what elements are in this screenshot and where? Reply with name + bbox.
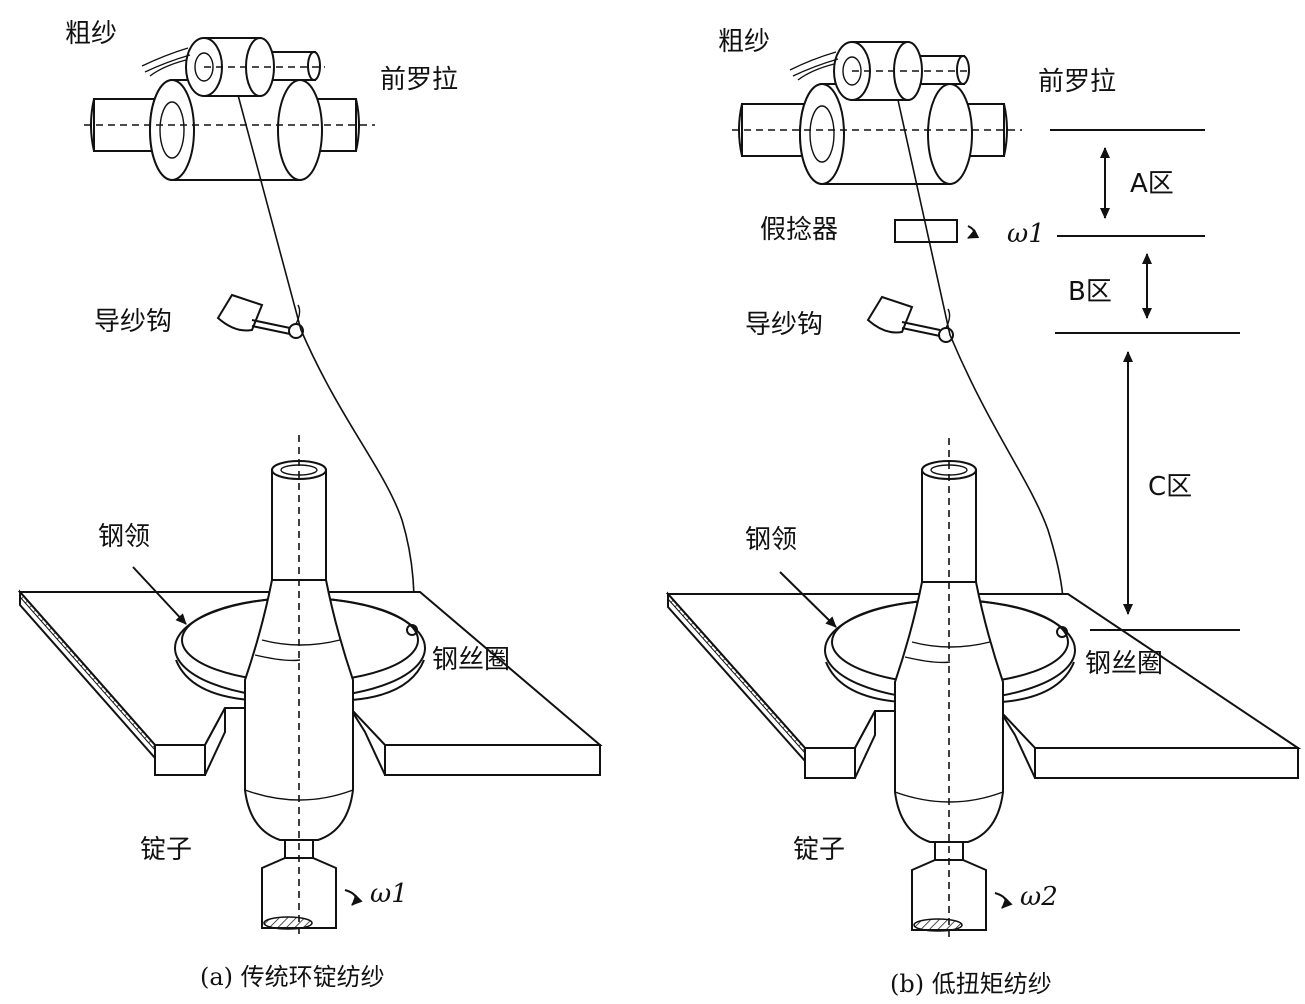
- label-ring-b: 钢领: [745, 525, 797, 555]
- label-guide-hook: 导纱钩: [94, 307, 172, 337]
- label-zone-b: B区: [1068, 277, 1112, 307]
- caption-a: (a) 传统环锭纺纱: [200, 963, 385, 991]
- front-roller: [84, 79, 375, 181]
- label-false-twister: 假捻器: [760, 215, 838, 245]
- label-zone-c: C区: [1148, 472, 1192, 502]
- ring-leader-b: [779, 571, 837, 628]
- label-roving: 粗纱: [65, 19, 117, 49]
- label-front-roller: 前罗拉: [380, 65, 458, 95]
- label-roving-b: 粗纱: [718, 27, 770, 57]
- guide-hook-b: [866, 295, 954, 343]
- caption-b: (b) 低扭矩纺纱: [890, 970, 1052, 998]
- panel-b: 粗纱 前罗拉 假捻器 ω1 导纱钩 钢领 钢丝圈 锭子 ω2 A区 B区 C区 …: [665, 27, 1302, 998]
- panel-a: 粗纱 前罗拉 导纱钩 钢领 钢丝圈 锭子 ω1 (a) 传统环锭纺纱: [17, 19, 603, 991]
- rotation-arrow-icon: [344, 889, 363, 906]
- zone-markers: [1050, 129, 1240, 631]
- label-omega: ω1: [370, 879, 408, 909]
- label-guide-hook-b: 导纱钩: [745, 310, 823, 340]
- label-traveler-b: 钢丝圈: [1085, 649, 1163, 679]
- guide-hook: [216, 293, 304, 339]
- label-spindle-b: 锭子: [793, 835, 845, 865]
- spindle-b: [894, 438, 1004, 937]
- label-false-twister-omega: ω1: [1007, 219, 1045, 249]
- label-front-roller-b: 前罗拉: [1038, 67, 1116, 97]
- label-spindle: 锭子: [140, 835, 192, 865]
- traveler-b: [1056, 626, 1068, 638]
- label-omega-b: ω2: [1020, 882, 1058, 912]
- label-ring: 钢领: [98, 522, 150, 552]
- ring-rail-b: [665, 591, 1302, 779]
- top-roller: [141, 37, 325, 97]
- label-zone-a: A区: [1130, 169, 1174, 199]
- spindle: [244, 435, 354, 935]
- false-twister: [894, 219, 980, 243]
- rotation-arrow-icon: [994, 892, 1013, 909]
- ring-leader: [132, 566, 187, 625]
- traveler: [406, 624, 418, 636]
- label-traveler: 钢丝圈: [432, 645, 510, 675]
- top-roller-b: [789, 41, 972, 101]
